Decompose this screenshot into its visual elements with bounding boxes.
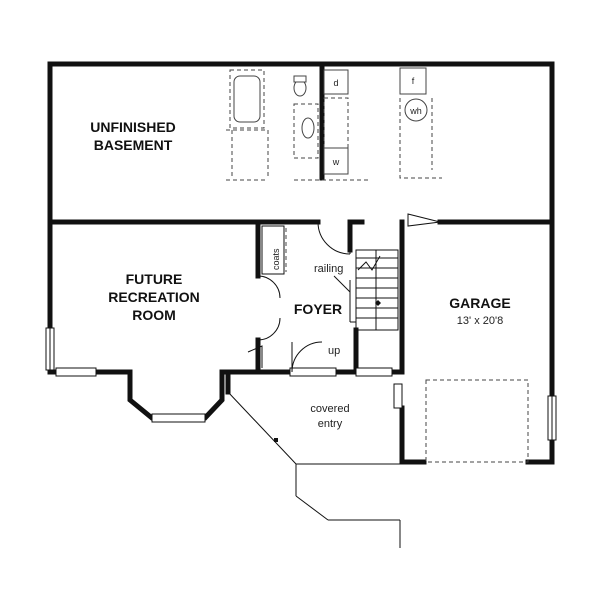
covered-entry xyxy=(227,391,402,548)
furnace-label: f xyxy=(412,76,415,86)
railing-label: railing xyxy=(314,263,343,275)
recreation-label-line2: RECREATION xyxy=(108,289,200,305)
dryer-label: d xyxy=(333,78,338,88)
covered-entry-label-line1: covered xyxy=(310,403,349,415)
basement-label-line2: BASEMENT xyxy=(94,137,173,153)
basement-label-line1: UNFINISHED xyxy=(90,119,176,135)
foyer-details xyxy=(247,213,441,373)
basement-fixtures xyxy=(226,67,442,181)
stairs-up-label: up xyxy=(328,345,340,357)
washer-label: w xyxy=(332,157,340,167)
water-heater-label: wh xyxy=(409,106,422,116)
recreation-label-line1: FUTURE xyxy=(126,271,183,287)
garage-details xyxy=(393,379,529,463)
recreation-label-line3: ROOM xyxy=(132,307,176,323)
foyer-label: FOYER xyxy=(294,301,342,317)
windows xyxy=(45,327,557,441)
coats-label: coats xyxy=(271,248,281,270)
railing-pointer xyxy=(333,275,351,293)
covered-entry-label-line2: entry xyxy=(318,418,343,430)
garage-size-label: 13' x 20'8 xyxy=(457,315,503,327)
garage-label: GARAGE xyxy=(449,295,510,311)
